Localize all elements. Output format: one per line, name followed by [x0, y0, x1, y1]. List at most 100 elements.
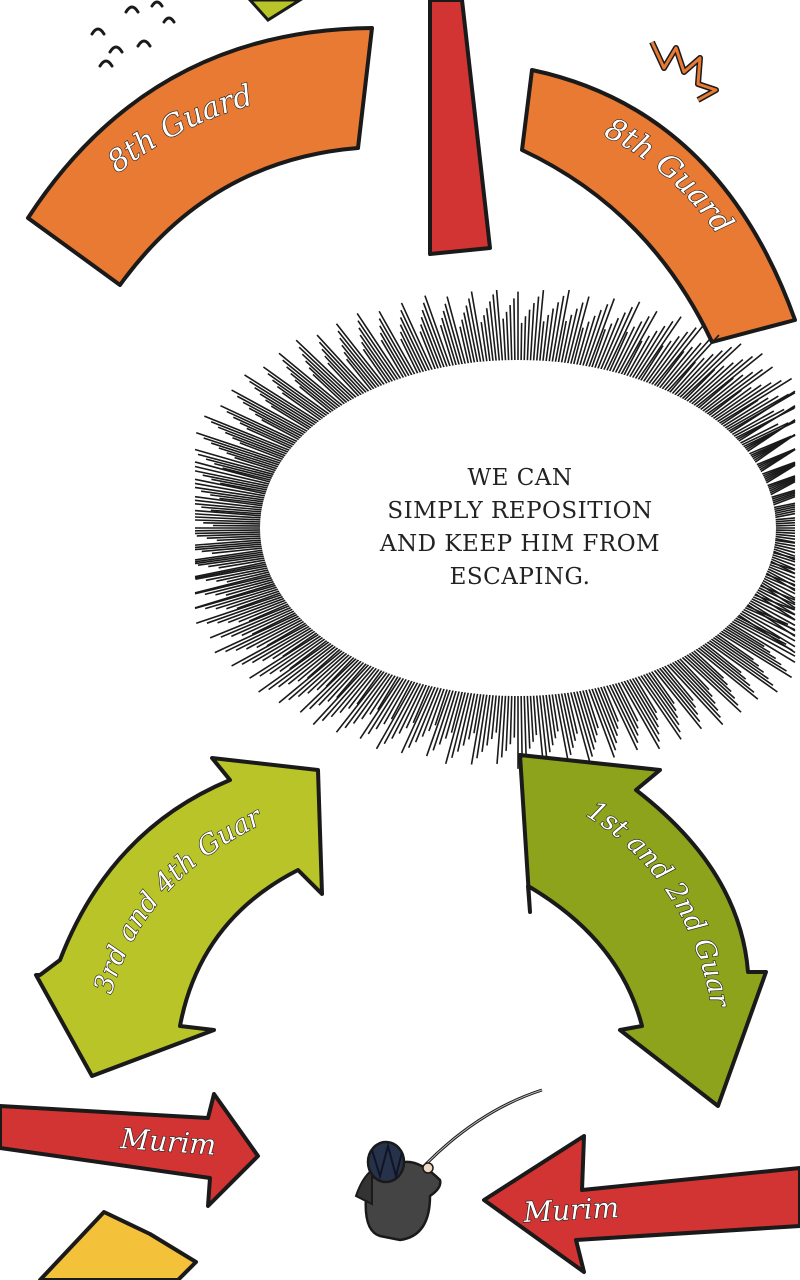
- bubble-spike: [194, 543, 266, 551]
- bubble-spike: [341, 344, 380, 392]
- bubble-spike: [246, 617, 306, 650]
- bubble-spike: [225, 579, 278, 596]
- bubble-spike: [241, 623, 313, 666]
- bubble-spike: [592, 684, 618, 744]
- bubble-spike: [769, 495, 796, 508]
- bubble-spike: [269, 634, 327, 675]
- bubble-spike: [378, 310, 418, 379]
- bubble-spike: [674, 350, 723, 400]
- bubble-spike: [356, 666, 385, 705]
- bubble-spike: [456, 689, 473, 752]
- bubble-spike: [589, 684, 617, 751]
- bubble-spike: [701, 368, 764, 416]
- bubble-spike: [746, 598, 796, 627]
- bubble-spike: [231, 622, 312, 667]
- bubble-spike: [747, 596, 796, 621]
- bubble-spike: [613, 679, 639, 729]
- bubble-spike: [210, 494, 268, 504]
- bubble-spike: [618, 677, 661, 750]
- bubble-spike: [206, 594, 287, 624]
- bubble-spike: [465, 305, 480, 367]
- bubble-spike: [481, 690, 492, 753]
- bubble-spike: [761, 463, 796, 484]
- bubble-spike: [428, 684, 447, 732]
- bubble-spike: [766, 560, 796, 571]
- bubble-spike: [312, 373, 348, 408]
- bubble-spike: [719, 397, 769, 430]
- bubble-spike: [526, 691, 531, 749]
- bubble-spike: [194, 539, 265, 546]
- bubble-spike: [544, 308, 555, 366]
- bubble-spike: [238, 599, 291, 623]
- bubble-spike: [242, 401, 308, 438]
- bubble-spike: [299, 385, 335, 416]
- bubble-spike: [239, 442, 287, 462]
- arrow-right-label: Murim: [522, 1191, 620, 1229]
- bubble-spike: [278, 647, 346, 704]
- bubble-spike: [592, 323, 613, 372]
- bubble-spike: [248, 601, 293, 622]
- bubble-spike: [685, 362, 734, 406]
- bubble-spike: [703, 639, 778, 693]
- bubble-spike: [375, 677, 418, 750]
- bubble-spike: [664, 334, 720, 395]
- bubble-spike: [485, 308, 495, 365]
- bubble-line-3: AND KEEP HIM FROM: [379, 531, 661, 557]
- bubble-spike: [201, 545, 266, 553]
- bubble-spike: [483, 315, 492, 366]
- bubble-spike: [738, 608, 796, 642]
- bubble-spike: [412, 681, 432, 724]
- bubble-spike: [244, 374, 323, 425]
- bubble-spike: [210, 509, 265, 515]
- bubble-spike: [743, 419, 796, 455]
- bubble-spike: [246, 427, 295, 451]
- bubble-spike: [566, 688, 579, 734]
- bubble-spike: [705, 389, 742, 419]
- bubble-spike: [769, 494, 796, 506]
- bubble-spike: [225, 613, 303, 653]
- bubble-spike: [541, 691, 551, 753]
- bubble-spike: [685, 650, 732, 693]
- bubble-spike: [276, 385, 327, 422]
- bubble-spike: [339, 664, 380, 714]
- bubble-spike: [234, 456, 280, 473]
- bubble-spike: [352, 669, 393, 724]
- bubble-spike: [336, 660, 370, 699]
- bubble-spike: [728, 410, 775, 438]
- bubble-spike: [265, 399, 315, 431]
- bubble-spike: [598, 312, 626, 373]
- bubble-spike: [451, 688, 470, 758]
- bubble-spike: [398, 680, 426, 734]
- bubble-spike: [709, 634, 765, 674]
- bubble-spike: [318, 657, 365, 706]
- bubble-spike: [461, 319, 473, 367]
- bubble-spike: [768, 554, 796, 567]
- bubble-spike: [324, 355, 365, 399]
- bubble-spike: [195, 431, 286, 464]
- bubble-spike: [556, 320, 568, 367]
- bubble-spike: [683, 651, 736, 699]
- bubble-spike: [195, 592, 286, 625]
- bubble-spike: [610, 326, 636, 376]
- bubble-spike: [733, 613, 781, 640]
- bubble-spike: [601, 682, 619, 722]
- bubble-spike: [690, 355, 754, 409]
- bubble-spike: [446, 296, 467, 368]
- bubble-spike: [767, 556, 796, 571]
- bubble-spike: [635, 316, 682, 384]
- bubble-spike: [383, 676, 412, 725]
- bubble-spike: [723, 623, 771, 654]
- bubble-spike: [450, 687, 464, 733]
- bubble-spike: [683, 365, 725, 405]
- bubble-spike: [575, 687, 595, 750]
- bubble-spike: [646, 331, 689, 388]
- bubble-spike: [768, 490, 796, 502]
- bubble-spike: [731, 615, 787, 646]
- bubble-spike: [764, 566, 796, 583]
- bubble-spike: [327, 658, 367, 702]
- bubble-spike: [556, 689, 572, 756]
- bubble-spike: [651, 666, 703, 730]
- bubble-spike: [595, 683, 619, 737]
- bubble-spike: [232, 416, 298, 448]
